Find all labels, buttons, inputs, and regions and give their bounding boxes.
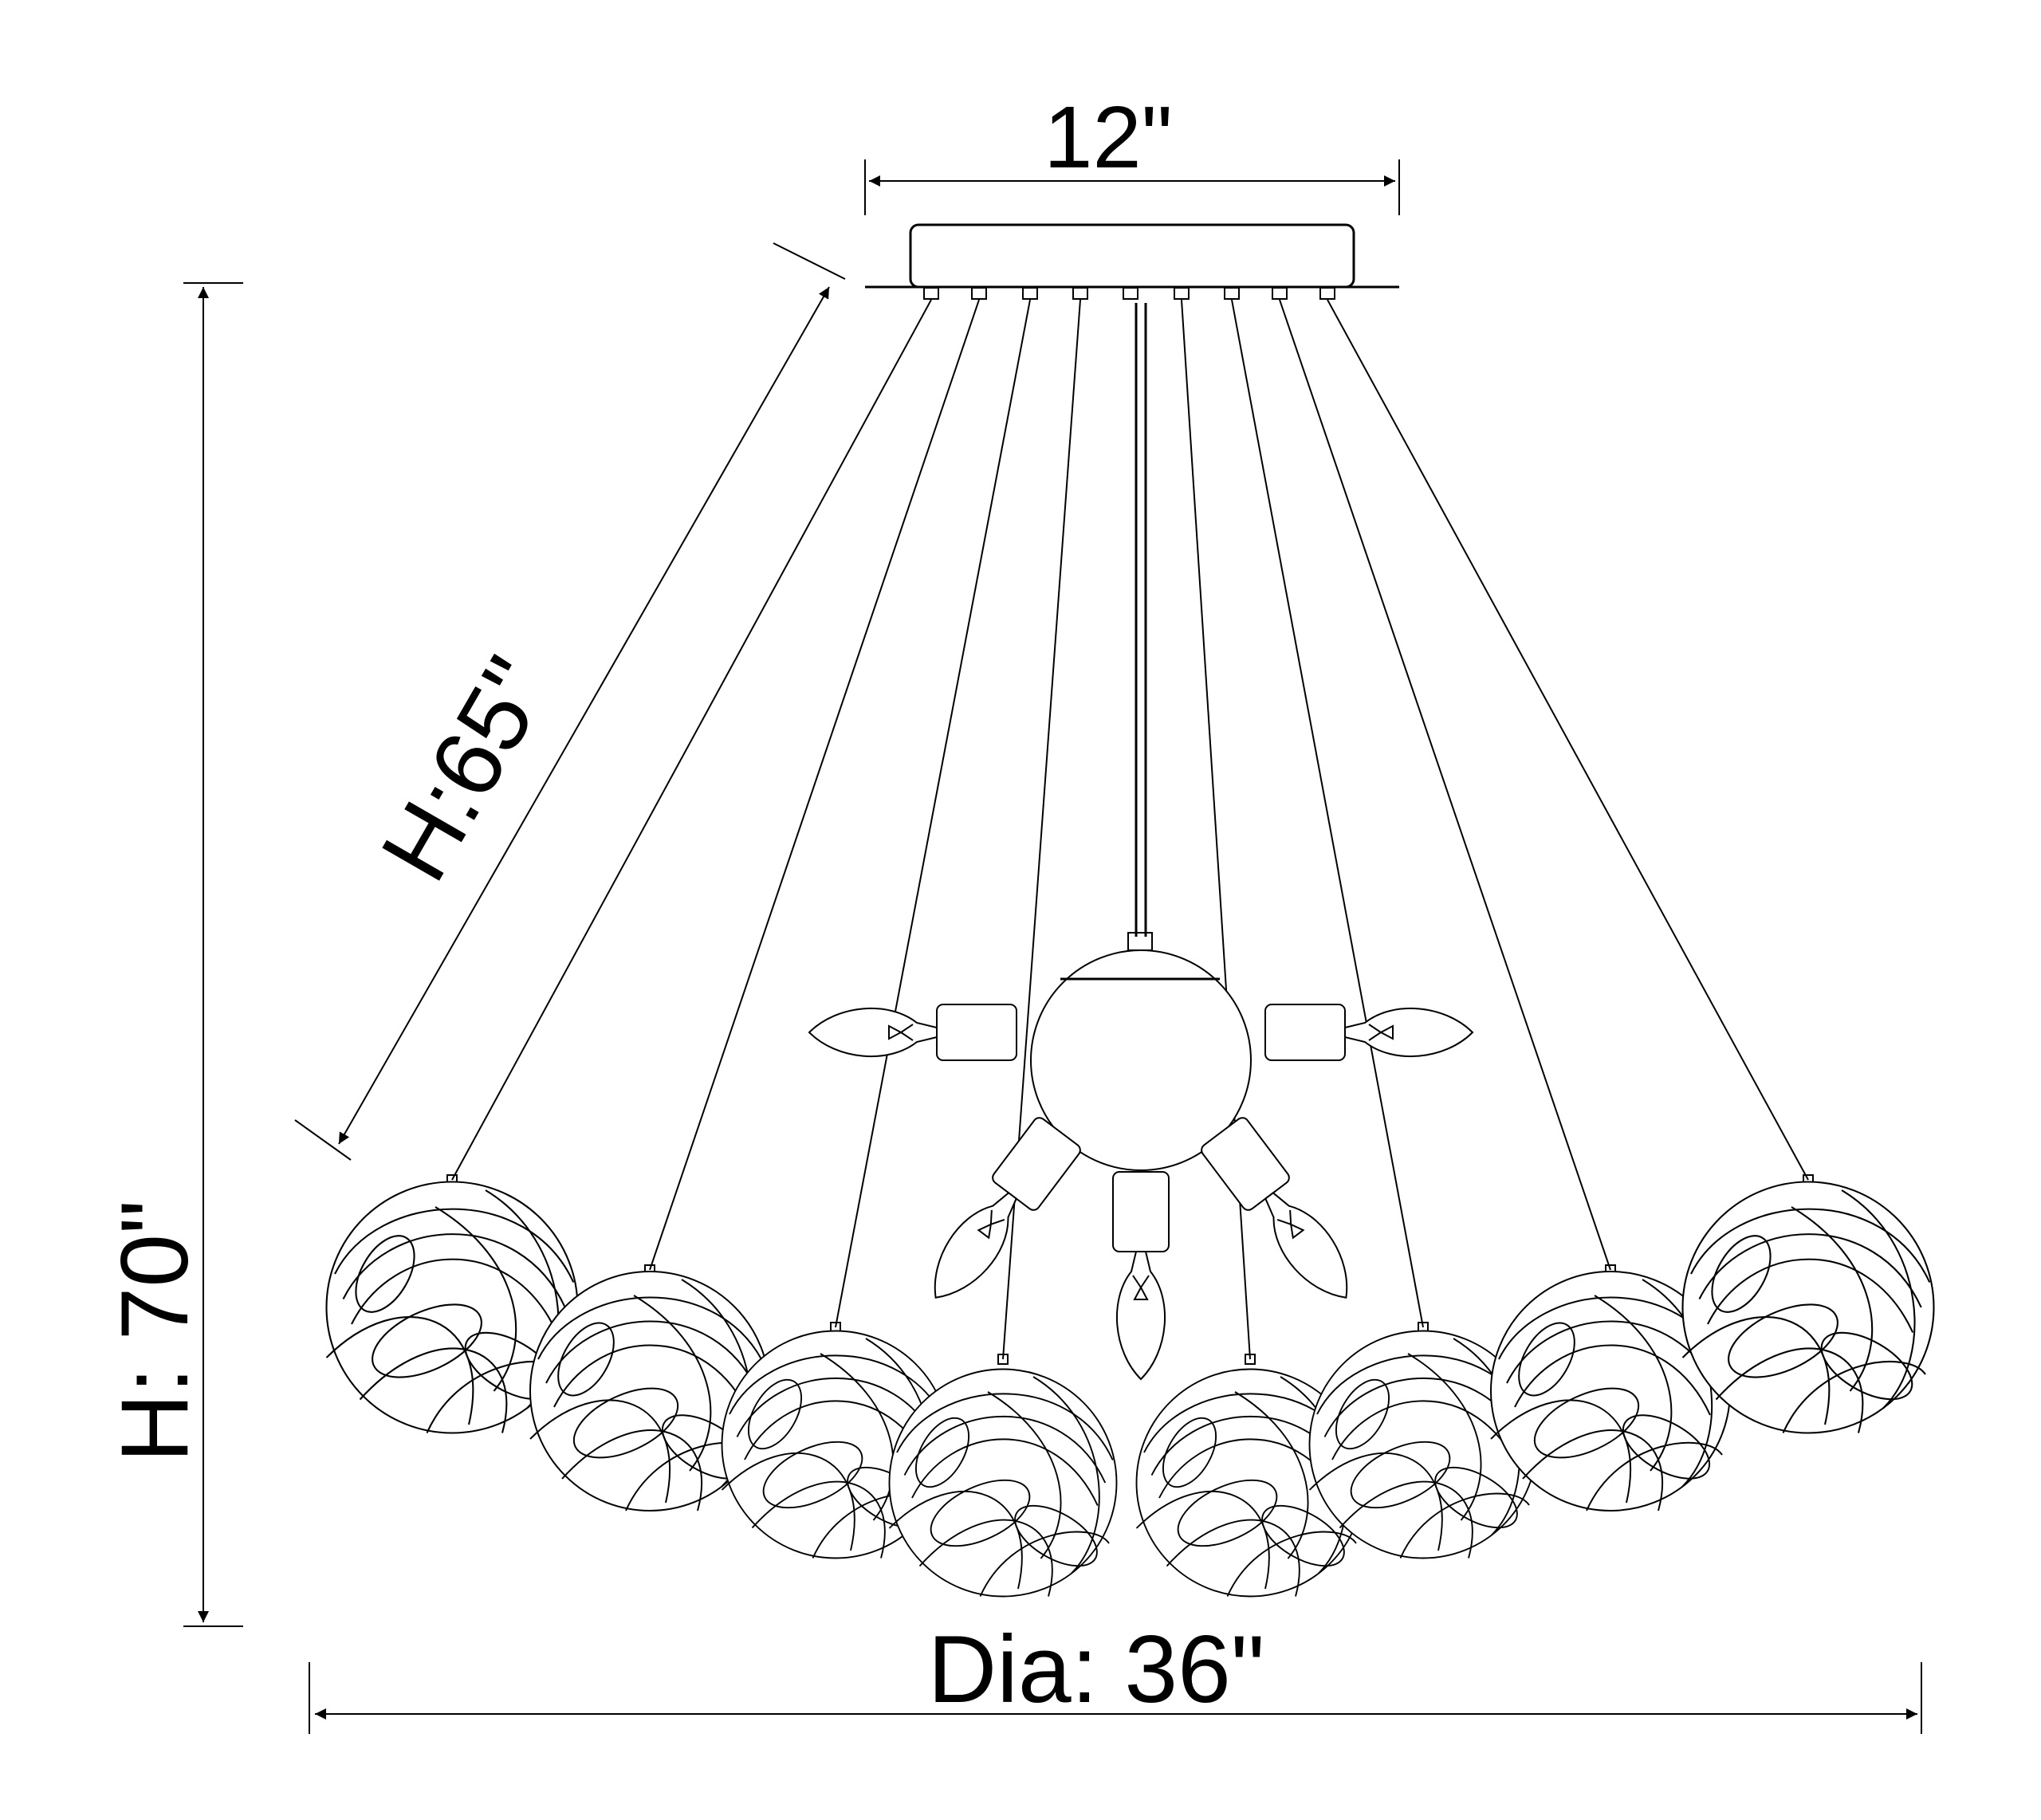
filament xyxy=(1276,1209,1305,1240)
socket xyxy=(1224,287,1240,300)
filament xyxy=(1132,1275,1150,1300)
bulb-socket xyxy=(1264,1004,1346,1061)
bulb-arm xyxy=(1112,1171,1170,1381)
overall-height-dimension: H: 70" xyxy=(101,282,243,1627)
socket xyxy=(971,287,987,300)
bulb-socket xyxy=(936,1004,1017,1061)
glass-globe xyxy=(1681,1181,1935,1434)
candle-bulb xyxy=(1116,1251,1166,1381)
diameter-dimension: Dia: 36" xyxy=(309,1616,1922,1734)
rod xyxy=(451,299,932,1181)
filament xyxy=(888,1024,914,1041)
chain-length-dimension: H:65" xyxy=(294,242,846,1161)
candle-bulb xyxy=(934,1192,1017,1299)
candle-bulb xyxy=(1344,1008,1474,1057)
socket xyxy=(923,287,939,300)
rod xyxy=(1279,299,1611,1271)
canopy-width-label: 12" xyxy=(1044,88,1172,187)
filament xyxy=(1368,1024,1394,1041)
rod xyxy=(649,299,980,1271)
rod-hook xyxy=(997,1354,1009,1365)
bulb-arm xyxy=(1201,1117,1348,1299)
bulb-arm xyxy=(808,1004,1017,1061)
bulb-arm xyxy=(1264,1004,1474,1061)
candle-bulb xyxy=(808,1008,938,1057)
canopy xyxy=(865,223,1399,289)
canopy-width-dimension: 12" xyxy=(864,88,1400,215)
candle-bulb xyxy=(1264,1192,1348,1299)
overall-height-label: H: 70" xyxy=(101,1200,208,1462)
diameter-label: Dia: 36" xyxy=(928,1616,1265,1723)
chain-length-label: H:65" xyxy=(360,640,571,898)
rod xyxy=(1231,299,1424,1328)
rod xyxy=(1327,299,1809,1181)
socket xyxy=(1174,287,1190,300)
bulb-socket xyxy=(1112,1171,1170,1252)
socket xyxy=(1319,287,1335,300)
filament xyxy=(977,1209,1005,1240)
socket xyxy=(1072,287,1088,300)
socket xyxy=(1272,287,1288,300)
rod xyxy=(835,299,1031,1328)
central-hub xyxy=(1030,303,1252,1171)
rod-hook xyxy=(1245,1354,1256,1365)
bulb-arm xyxy=(934,1117,1081,1299)
socket xyxy=(1123,287,1138,300)
glass-globe xyxy=(888,1368,1118,1598)
bulb-arms xyxy=(808,1004,1474,1381)
socket xyxy=(1022,287,1038,300)
